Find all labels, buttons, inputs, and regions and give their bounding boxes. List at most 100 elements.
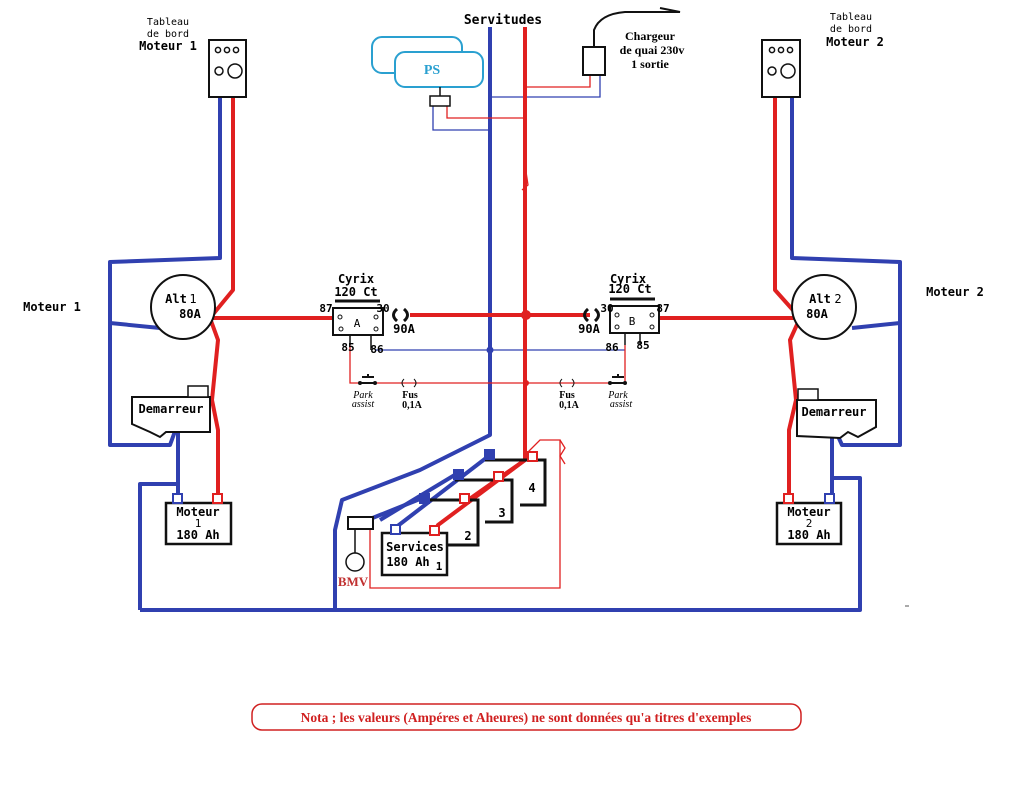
pin-30-a: 30 bbox=[376, 302, 389, 315]
park-assist-a-contact bbox=[373, 381, 377, 385]
fuse-90a-a-label: 90A bbox=[393, 322, 415, 336]
cyrix-b-terminal bbox=[614, 312, 620, 318]
tableau2-line2: de bord bbox=[830, 24, 872, 35]
alternator-2: Alt 2 80A bbox=[791, 274, 857, 340]
cyrix-a-terminal bbox=[337, 314, 343, 320]
dash1-positive bbox=[208, 97, 235, 496]
park-assist-a: Park assist bbox=[352, 374, 377, 410]
charger-positive bbox=[525, 75, 591, 88]
ps-negative bbox=[432, 106, 490, 131]
alternator-1: Alt 1 80A bbox=[150, 274, 216, 340]
chargeur-line3: 1 sortie bbox=[631, 57, 669, 71]
fuse-01a-a-arcs bbox=[401, 378, 417, 388]
dashboard-2-led bbox=[777, 46, 785, 54]
tableau-moteur-2: Tableau de bord Moteur 2 bbox=[761, 12, 884, 98]
demarreur-1-label: Demarreur bbox=[138, 402, 203, 416]
park-a-line1: Park bbox=[352, 390, 373, 401]
battery-moteur-1-box bbox=[164, 501, 233, 546]
junction-dot-park bbox=[523, 380, 529, 386]
dashboard-1-small-gauge bbox=[214, 66, 224, 76]
park-b-line1: Park bbox=[607, 390, 628, 401]
alt2-label: Alt bbox=[809, 292, 831, 306]
fus-b-line1: Fus bbox=[559, 390, 575, 401]
battery-moteur-2-pos-terminal bbox=[783, 493, 794, 504]
chargeur-line1: Chargeur bbox=[625, 29, 676, 43]
bank-negative-4 bbox=[393, 453, 492, 530]
charger-box bbox=[582, 46, 606, 76]
demarreur-1-solenoid bbox=[187, 385, 209, 398]
battery-services-1: Services 180 Ah 1 bbox=[380, 531, 449, 577]
pin-85-a: 85 bbox=[341, 341, 354, 354]
nota-note: Nota ; les valeurs (Ampéres et Aheures) … bbox=[251, 703, 802, 731]
bank-pos-terminal bbox=[527, 451, 538, 462]
batt-serv-line1: Services bbox=[386, 540, 444, 554]
battery-moteur-1-pos-terminal bbox=[212, 493, 223, 504]
park-assist-a-contact bbox=[358, 381, 362, 385]
cyrix-b-terminal bbox=[649, 324, 655, 330]
bmv-sense-return bbox=[559, 439, 566, 465]
demarreur-2-body bbox=[796, 399, 877, 440]
park-assist-b-switch bbox=[610, 374, 624, 384]
tableau1-line1: Tableau bbox=[147, 17, 189, 28]
charger-cable bbox=[593, 7, 681, 47]
fus-a-line1: Fus bbox=[402, 390, 418, 401]
fuse-90a-b: 90A bbox=[578, 307, 601, 336]
battery-3-outline bbox=[455, 478, 514, 524]
pin-30-b: 30 bbox=[600, 302, 613, 315]
park-assist-a-switch bbox=[360, 374, 374, 384]
cyrix-a-title: Cyrix bbox=[338, 272, 374, 286]
fuse-90a-a: 90A bbox=[392, 307, 416, 336]
moteur1-side-label: Moteur 1 bbox=[23, 300, 81, 314]
cyrix-relay-a: Cyrix 120 Ct A 87 30 85 86 bbox=[319, 272, 389, 356]
fuse-01a-a: Fus 0,1A bbox=[401, 378, 423, 411]
ps-connector bbox=[429, 95, 451, 107]
ps-unit: PS bbox=[371, 36, 484, 107]
park-assist-line bbox=[349, 345, 626, 384]
bmv-shunt-sense bbox=[369, 439, 561, 589]
dashboard-1-led bbox=[232, 46, 240, 54]
tableau1-line3: Moteur 1 bbox=[139, 39, 197, 53]
dashboard-2-led bbox=[768, 46, 776, 54]
dashboard-2-small-gauge bbox=[767, 66, 777, 76]
demarreur-1: Demarreur bbox=[131, 385, 211, 439]
dashboard-2-led bbox=[786, 46, 794, 54]
cyrix-relay-b: Cyrix 120 Ct B 30 87 86 85 bbox=[600, 272, 669, 354]
bmv-gauge bbox=[345, 552, 365, 572]
bank-pos-terminal bbox=[493, 471, 504, 482]
cyrix-b-rating: 120 Ct bbox=[608, 282, 651, 296]
pin-87-b: 87 bbox=[656, 302, 669, 315]
alt2-rating: 80A bbox=[806, 307, 828, 321]
cyrix-a-rating: 120 Ct bbox=[334, 285, 377, 299]
cyrix-b-title: Cyrix bbox=[610, 272, 646, 286]
negative-main-trunk bbox=[333, 27, 492, 610]
alt1-label: Alt bbox=[165, 292, 187, 306]
alt2-number: 2 bbox=[834, 292, 841, 306]
bank-terminals bbox=[390, 449, 538, 536]
tableau-moteur-1: Tableau de bord Moteur 1 bbox=[139, 17, 247, 98]
bank-neg-terminal bbox=[453, 469, 464, 480]
fuse-01a-b-arcs bbox=[559, 378, 575, 388]
tableau1-line2: de bord bbox=[147, 29, 189, 40]
bank-pos-terminal bbox=[459, 493, 470, 504]
fus-b-line2: 0,1A bbox=[559, 400, 580, 411]
demarreur-2-solenoid bbox=[797, 388, 819, 401]
park-a-line2: assist bbox=[352, 399, 374, 410]
service-battery-bank bbox=[420, 458, 547, 547]
charger-negative bbox=[490, 75, 601, 98]
bank-neg-terminal bbox=[419, 493, 430, 504]
alt1-circle bbox=[150, 274, 216, 340]
cyrix-a-terminal bbox=[373, 326, 379, 332]
bank-pos-terminal bbox=[429, 525, 440, 536]
battery-moteur-1-neg-terminal bbox=[172, 493, 183, 504]
fuse-tap-left bbox=[521, 164, 529, 191]
battery-moteur-2-neg-terminal bbox=[824, 493, 835, 504]
nota-text: Nota ; les valeurs (Ampéres et Aheures) … bbox=[301, 710, 752, 725]
battery-moteur-2: Moteur 2 180 Ah bbox=[775, 493, 843, 546]
battery-services-box bbox=[380, 531, 449, 577]
cyrix-b-terminal bbox=[614, 324, 620, 330]
batt-serv-line2: 180 Ah bbox=[386, 555, 429, 569]
nota-box bbox=[251, 703, 802, 731]
cyrix-b-terminal bbox=[649, 312, 655, 318]
alt2-ground bbox=[851, 321, 901, 330]
